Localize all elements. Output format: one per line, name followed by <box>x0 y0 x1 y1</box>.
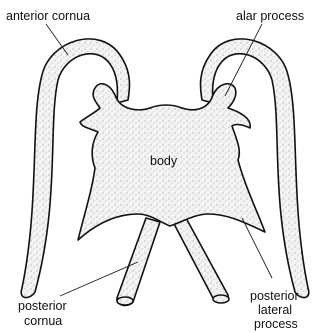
label-anterior-cornua: anterior cornua <box>6 9 90 23</box>
label-alar-process: alar process <box>236 9 304 23</box>
label-posterior-cornua-line1: posterior <box>18 299 67 313</box>
left-posterior-cornu <box>117 218 160 305</box>
label-posterior-lateral-line1: posterior <box>250 289 299 303</box>
label-posterior-lateral-line2: lateral <box>258 303 292 317</box>
label-posterior-cornua-line2: cornua <box>24 314 62 328</box>
left-posterior-cornu-end <box>117 297 133 305</box>
right-posterior-cornu-end <box>213 295 229 303</box>
label-posterior-lateral-line3: process <box>254 317 298 331</box>
leader-alar-process <box>225 24 262 96</box>
right-posterior-cornu <box>172 218 228 303</box>
label-body: body <box>150 154 178 168</box>
